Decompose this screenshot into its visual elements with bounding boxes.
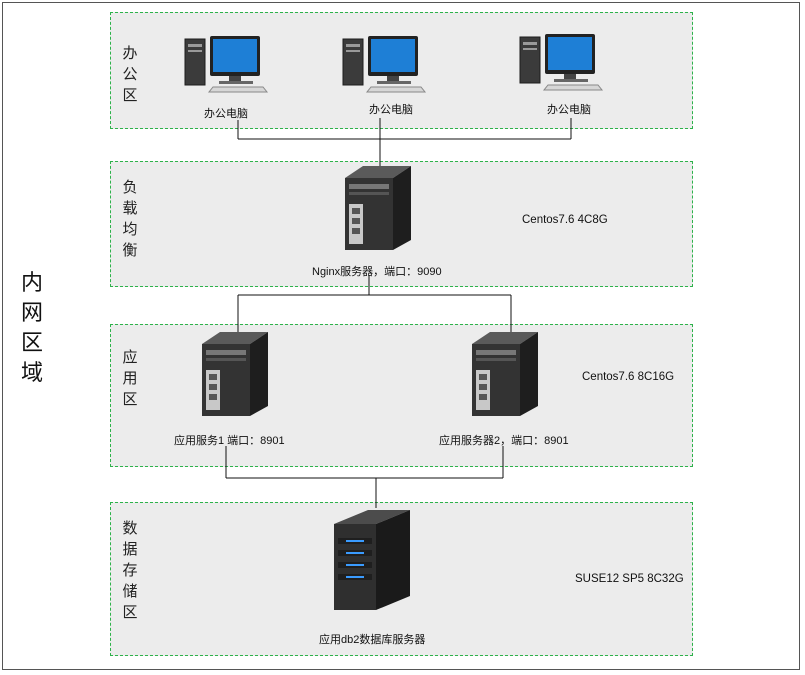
app1-label: 应用服务1 端口：8901 bbox=[174, 435, 285, 447]
intranet-region-label: 内网区域 bbox=[20, 270, 43, 385]
desktop-computer-icon bbox=[184, 36, 269, 93]
app-spec-text: Centos7.6 8C16G bbox=[582, 371, 675, 383]
tower-server-icon bbox=[202, 332, 268, 416]
data-zone-label: 数据存储区 bbox=[122, 520, 138, 621]
tower-server-icon bbox=[345, 166, 411, 250]
office-zone-label: 办公区 bbox=[122, 45, 138, 104]
app2-label: 应用服务器2，端口：8901 bbox=[439, 435, 569, 447]
nginx-label: Nginx服务器，端口：9090 bbox=[312, 266, 442, 278]
desktop-computer-icon bbox=[519, 34, 604, 91]
tower-server-icon bbox=[472, 332, 538, 416]
pc1-label: 办公电脑 bbox=[204, 108, 248, 120]
db-label: 应用db2数据库服务器 bbox=[319, 634, 426, 646]
desktop-computer-icon bbox=[342, 36, 427, 93]
pc3-label: 办公电脑 bbox=[547, 104, 591, 116]
pc2-label: 办公电脑 bbox=[369, 104, 413, 116]
data-spec-text: SUSE12 SP5 8C32G bbox=[575, 573, 684, 585]
rack-server-icon bbox=[334, 510, 410, 610]
app-zone-label: 应用区 bbox=[122, 349, 138, 408]
load-balance-zone-label: 负载均衡 bbox=[122, 179, 138, 259]
lb-spec-text: Centos7.6 4C8G bbox=[522, 214, 608, 226]
